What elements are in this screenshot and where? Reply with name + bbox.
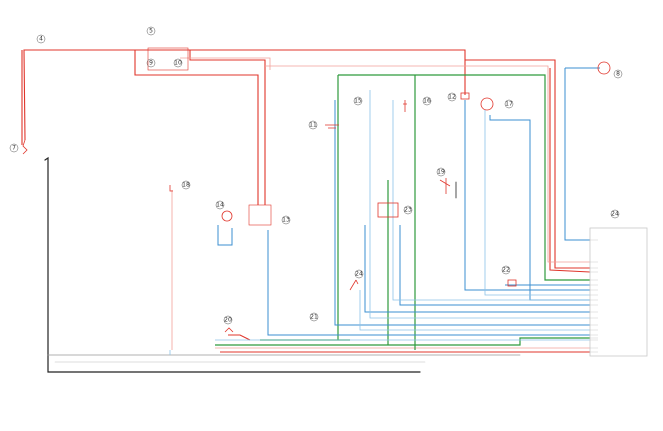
connector-block-body bbox=[589, 227, 648, 357]
svg-text:19: 19 bbox=[437, 169, 445, 176]
callout-24: 24 bbox=[354, 269, 364, 279]
sensor-icon bbox=[349, 279, 359, 291]
lb-wire-1 bbox=[369, 90, 590, 319]
callout-19: 19 bbox=[436, 167, 446, 177]
svg-text:18: 18 bbox=[182, 182, 190, 189]
light-blue-wires bbox=[169, 90, 590, 355]
callout-20: 20 bbox=[223, 315, 233, 325]
blue-wire-13 bbox=[267, 230, 590, 336]
red-wire-relay-2 bbox=[189, 50, 266, 205]
red-wire-right-2 bbox=[549, 68, 591, 273]
red-wire-20 bbox=[228, 334, 251, 341]
component-numbers: 4 5 7 8 9 10 11 12 13 14 15 16 17 18 19 … bbox=[9, 26, 623, 325]
blue-wire-2 bbox=[364, 225, 590, 313]
callout-22: 22 bbox=[501, 265, 511, 275]
blue-wire-left bbox=[217, 225, 233, 246]
svg-text:24: 24 bbox=[355, 271, 363, 278]
callout-13: 13 bbox=[281, 215, 291, 225]
svg-text:7: 7 bbox=[12, 145, 16, 152]
connector-block bbox=[589, 227, 648, 357]
svg-text:5: 5 bbox=[149, 28, 153, 35]
callout-connector: 24 bbox=[610, 209, 620, 219]
callout-16: 16 bbox=[422, 96, 432, 106]
callout-5: 5 bbox=[146, 26, 156, 36]
callout-17: 17 bbox=[504, 99, 514, 109]
pump-icon bbox=[507, 279, 517, 287]
svg-text:13: 13 bbox=[282, 217, 290, 224]
svg-text:14: 14 bbox=[216, 202, 224, 209]
callout-11: 11 bbox=[308, 120, 318, 130]
lb-wire-5 bbox=[359, 290, 590, 331]
sensor2-icon bbox=[403, 100, 407, 112]
callout-4: 4 bbox=[36, 34, 46, 44]
svg-text:15: 15 bbox=[354, 98, 362, 105]
blue-wire-1 bbox=[334, 100, 590, 326]
svg-text:16: 16 bbox=[423, 98, 431, 105]
pink-wires bbox=[171, 57, 590, 350]
motor-icon bbox=[480, 97, 494, 111]
lb-wire-2 bbox=[484, 110, 590, 296]
ground-wire-main bbox=[44, 156, 421, 373]
svg-text:23: 23 bbox=[404, 207, 412, 214]
blue-wire-right-drop bbox=[564, 68, 590, 241]
coil-icon bbox=[221, 210, 233, 222]
horn-icon bbox=[224, 327, 234, 333]
components bbox=[22, 47, 611, 333]
callout-9: 9 bbox=[146, 58, 156, 68]
callout-14: 14 bbox=[215, 200, 225, 210]
callout-21: 21 bbox=[309, 312, 319, 322]
green-wire-top bbox=[338, 74, 590, 281]
red-wire-right-trunk bbox=[465, 59, 590, 269]
svg-text:8: 8 bbox=[616, 71, 620, 78]
red-wire-relay bbox=[134, 50, 259, 205]
switch2-icon bbox=[439, 178, 451, 194]
svg-text:21: 21 bbox=[310, 314, 318, 321]
red-wire-top bbox=[23, 49, 466, 141]
ground-wires bbox=[44, 156, 521, 373]
svg-text:22: 22 bbox=[502, 267, 510, 274]
capacitor-icon bbox=[325, 124, 339, 129]
green-wire-lower bbox=[215, 337, 590, 346]
blue-wire-3 bbox=[399, 225, 590, 306]
callout-10: 10 bbox=[173, 58, 183, 68]
fuse-icon bbox=[460, 92, 470, 100]
callout-7: 7 bbox=[9, 143, 19, 153]
relay-icon bbox=[147, 47, 189, 71]
svg-text:10: 10 bbox=[174, 60, 182, 67]
callout-23: 23 bbox=[403, 205, 413, 215]
relay2-icon bbox=[377, 202, 399, 218]
callout-8: 8 bbox=[613, 69, 623, 79]
connector-pins bbox=[590, 239, 598, 353]
svg-text:17: 17 bbox=[505, 101, 513, 108]
lamp-icon bbox=[597, 61, 611, 75]
switch-icon bbox=[22, 139, 28, 155]
svg-text:24: 24 bbox=[611, 211, 619, 218]
svg-text:20: 20 bbox=[224, 317, 232, 324]
svg-text:9: 9 bbox=[149, 60, 153, 67]
svg-text:12: 12 bbox=[448, 94, 456, 101]
red-wires bbox=[21, 49, 591, 353]
pink-wire-upper bbox=[180, 57, 271, 70]
svg-text:11: 11 bbox=[309, 122, 317, 129]
callout-12: 12 bbox=[447, 92, 457, 102]
callout-18: 18 bbox=[181, 180, 191, 190]
callout-15: 15 bbox=[353, 96, 363, 106]
pink-wire-top bbox=[265, 65, 590, 263]
lb-wire-3 bbox=[392, 100, 590, 301]
blue-wire-4 bbox=[464, 100, 590, 291]
svg-text:4: 4 bbox=[39, 36, 43, 43]
resistor-icon bbox=[169, 185, 173, 192]
coil-box-icon bbox=[248, 204, 272, 226]
